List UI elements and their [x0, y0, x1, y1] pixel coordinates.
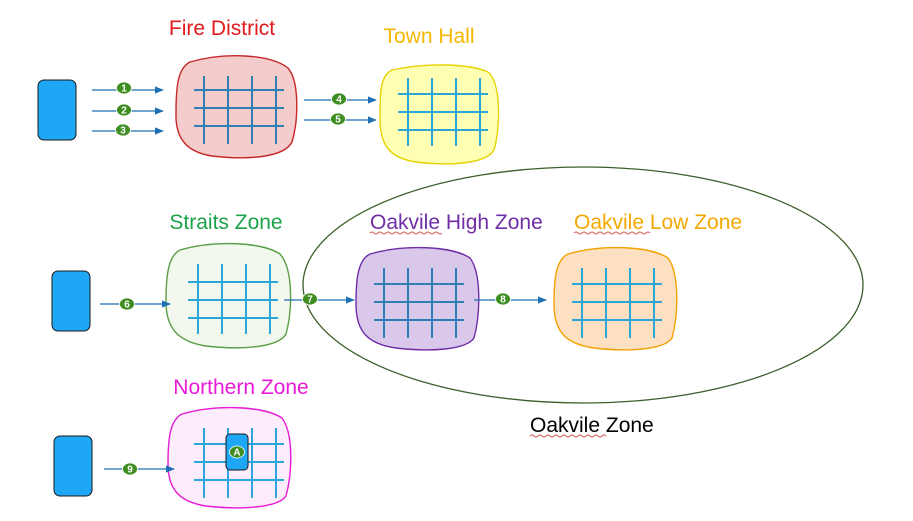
northern-zone-title: Northern Zone	[173, 376, 308, 399]
badge-2: 2	[116, 103, 132, 117]
badge-7: 7	[302, 292, 318, 306]
badge-1: 1	[116, 81, 132, 95]
badge-6-label: 6	[124, 300, 130, 311]
badge-2-label: 2	[121, 106, 127, 117]
oakvile-zone-ellipse	[302, 166, 864, 404]
oakvile-low-zone-blob	[553, 246, 678, 351]
oakvile-low-zone-title-word: Oakvile	[574, 211, 644, 234]
oakvile-zone-title: Oakvile Zone	[530, 414, 654, 437]
oakvile-high-zone-title-word: Oakvile	[370, 211, 440, 234]
badge-3: 3	[115, 123, 131, 137]
badge-9-label: 9	[127, 465, 133, 476]
fire-district-title: Fire District	[169, 17, 275, 40]
straits-zone-title: Straits Zone	[169, 211, 282, 234]
badge-7-label: 7	[307, 295, 313, 306]
badge-6: 6	[119, 297, 135, 311]
badge-3-label: 3	[120, 126, 126, 137]
badge-a: A	[229, 445, 245, 459]
straits-zone-grid	[188, 264, 278, 334]
oakvile-zone-title-rest: Zone	[600, 414, 654, 437]
badge-a-label: A	[233, 448, 240, 459]
source-device-bottom	[53, 435, 93, 497]
badge-8: 8	[495, 292, 511, 306]
town-hall-blob	[379, 64, 500, 165]
oakvile-low-zone-title-rest: Low Zone	[644, 211, 742, 234]
badge-8-label: 8	[500, 295, 506, 306]
source-device-middle	[51, 270, 91, 332]
badge-9: 9	[122, 462, 138, 476]
oakvile-low-zone-title: Oakvile Low Zone	[574, 211, 742, 234]
source-device-top	[37, 79, 77, 141]
fire-district-blob	[175, 55, 298, 159]
oakvile-high-zone-grid	[374, 268, 464, 338]
town-hall-title: Town Hall	[383, 25, 474, 48]
badge-4: 4	[331, 92, 347, 106]
oakvile-zone-title-word: Oakvile	[530, 414, 600, 437]
badge-4-label: 4	[336, 95, 342, 106]
badge-5: 5	[330, 112, 346, 126]
oakvile-high-zone-blob	[355, 246, 480, 351]
northern-zone-grid	[194, 428, 284, 498]
straits-zone-blob	[165, 242, 292, 349]
town-hall-grid	[398, 78, 488, 146]
oakvile-high-zone-title-rest: High Zone	[440, 211, 543, 234]
oakvile-low-zone-grid	[572, 268, 662, 338]
fire-district-grid	[194, 76, 284, 144]
badge-1-label: 1	[121, 84, 127, 95]
badge-5-label: 5	[335, 115, 341, 126]
oakvile-high-zone-title: Oakvile High Zone	[370, 211, 543, 234]
